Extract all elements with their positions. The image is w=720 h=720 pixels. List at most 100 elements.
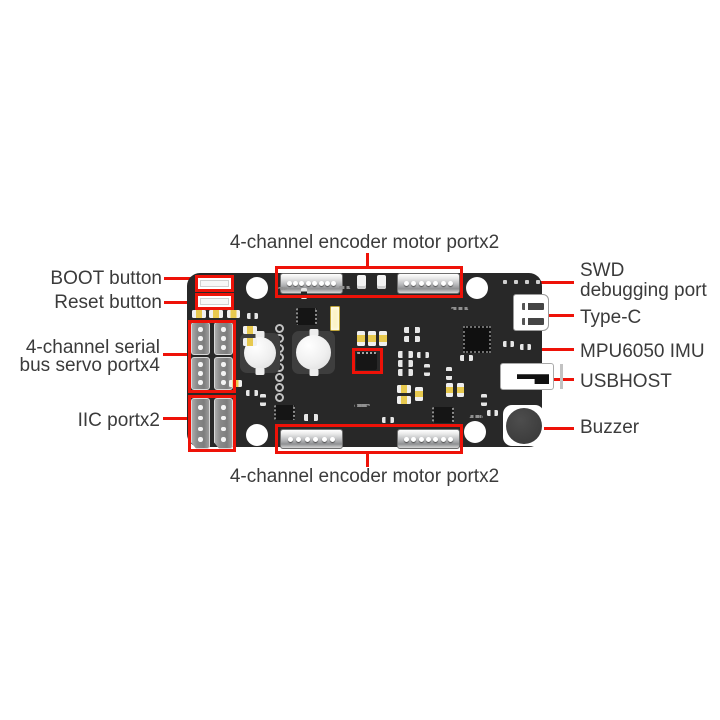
servo-port-4 xyxy=(214,357,233,390)
mpu6050-chip xyxy=(356,352,377,370)
callout-label-encoder-bottom: 4-channel encoder motor portx2 xyxy=(229,466,500,487)
swd-label-line2: debugging port xyxy=(580,280,707,301)
usbhost-end-cap xyxy=(560,364,563,389)
connector-pin xyxy=(286,281,292,286)
servo-port-3 xyxy=(191,357,210,390)
encoder-motor-port-bottom-left xyxy=(280,429,343,449)
through-hole-pad xyxy=(275,382,284,392)
callout-label-boot: BOOT button xyxy=(50,268,162,289)
smd-dots xyxy=(354,404,370,407)
connector-pin xyxy=(318,281,324,286)
connector-pin xyxy=(440,436,446,442)
smd-padsv xyxy=(481,394,487,406)
smd-pads xyxy=(487,410,498,416)
connector-pin xyxy=(198,336,203,341)
smd-dots xyxy=(469,415,483,418)
connector-pin xyxy=(305,281,311,286)
smd-pads xyxy=(382,417,394,423)
swd-label-line1: SWD xyxy=(580,260,625,281)
mcu-chip xyxy=(463,326,491,353)
annotation-line-encoder-top xyxy=(366,253,369,268)
smd-yled xyxy=(192,310,206,318)
servo-label-line2: bus servo portx4 xyxy=(19,355,160,376)
connector-pin xyxy=(411,436,417,442)
capacitor-dome xyxy=(296,335,331,370)
swd-pad-2 xyxy=(514,280,518,284)
smd-pads xyxy=(520,344,531,350)
connector-pin xyxy=(198,426,203,432)
annotation-line-buzzer xyxy=(521,427,574,430)
smd-pads xyxy=(404,336,420,342)
connector-pin xyxy=(221,371,226,376)
connector-pin xyxy=(198,327,203,332)
smd-pads xyxy=(503,341,514,347)
mounting-hole-top-left xyxy=(246,277,268,299)
smd-yled xyxy=(243,326,257,334)
reset-button xyxy=(195,293,234,310)
smd-yledv xyxy=(379,331,387,346)
connector-pin xyxy=(221,345,226,350)
smd-padsv xyxy=(424,364,430,376)
smd-bar xyxy=(330,306,340,331)
mounting-hole-bottom-left xyxy=(246,424,268,446)
smd-dots xyxy=(339,286,351,289)
smd-yled xyxy=(243,338,257,346)
connector-pin xyxy=(321,436,327,442)
annotation-line-iic xyxy=(163,417,191,420)
smd-yledv xyxy=(457,383,464,397)
connector-pin xyxy=(447,436,453,442)
callout-label-mpu: MPU6050 IMU xyxy=(580,341,705,362)
smd-padsv xyxy=(260,394,266,406)
connector-pin xyxy=(425,281,431,286)
swd-pad-4 xyxy=(536,280,540,284)
smd-pads xyxy=(398,360,413,367)
smd-ic xyxy=(296,308,317,325)
connector-pin xyxy=(198,345,203,350)
connector-pin xyxy=(447,281,453,286)
smd-pads xyxy=(398,351,413,358)
smd-ic xyxy=(432,407,454,423)
connector-pin xyxy=(221,437,226,442)
callout-label-usbhost: USBHOST xyxy=(580,371,672,392)
smd-yled xyxy=(229,380,242,387)
callout-label-typec: Type-C xyxy=(580,307,642,328)
connector-pin xyxy=(404,436,410,442)
connector-pin xyxy=(198,371,203,376)
smd-yled xyxy=(397,396,411,404)
smd-padsv xyxy=(446,367,452,380)
callout-label-encoder-top: 4-channel encoder motor portx2 xyxy=(229,232,500,253)
iic-port-1 xyxy=(191,398,210,449)
type-c-contact-bottom xyxy=(522,318,544,325)
connector-pin xyxy=(304,436,310,442)
boot-button xyxy=(195,275,234,292)
connector-pin xyxy=(293,281,299,286)
capacitor-right xyxy=(292,331,335,374)
connector-pin xyxy=(331,281,337,286)
smd-padsv xyxy=(301,288,307,299)
connector-pin xyxy=(418,281,424,286)
connector-pin xyxy=(198,405,203,410)
connector-pin xyxy=(440,281,446,286)
connector-pin xyxy=(221,362,226,367)
smd-yledv xyxy=(415,387,423,401)
servo-port-2 xyxy=(214,322,233,355)
connector-pin xyxy=(418,436,424,442)
connector-pin xyxy=(312,281,318,286)
connector-pin xyxy=(433,281,439,286)
smd-pads xyxy=(246,390,258,396)
connector-pin xyxy=(411,281,417,286)
smd-ic xyxy=(274,405,295,420)
smd-pads xyxy=(398,369,413,376)
through-hole-pad xyxy=(275,324,284,333)
type-c-contact-top xyxy=(522,303,544,310)
through-hole-pad xyxy=(275,392,284,402)
smd-yledv xyxy=(357,331,365,346)
connector-pin xyxy=(198,362,203,367)
connector-pin xyxy=(221,415,226,421)
connector-pin xyxy=(313,436,319,442)
annotation-line-swd xyxy=(531,281,574,284)
callout-label-reset: Reset button xyxy=(54,292,162,313)
connector-pin xyxy=(425,436,431,442)
connector-pin xyxy=(198,437,203,442)
